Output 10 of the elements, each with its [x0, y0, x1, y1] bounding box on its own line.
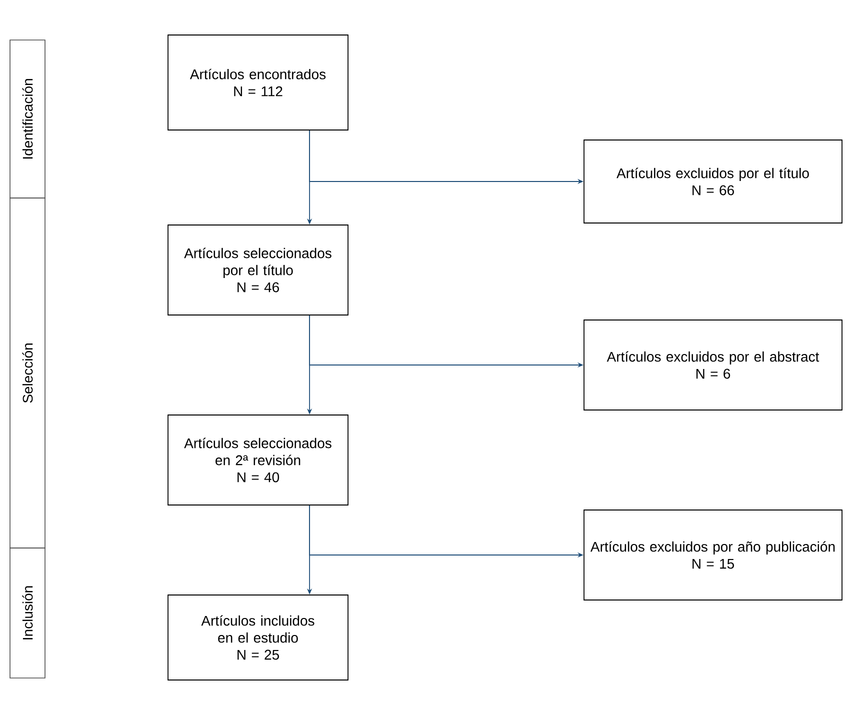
process-box: Artículos encontrados N = 112: [168, 34, 348, 130]
stage-band: Inclusión: [10, 548, 46, 678]
process-box: Artículos incluidos en el estudio N = 25: [168, 594, 348, 680]
process-box: Artículos seleccionados por el título N = 46: [168, 224, 348, 316]
process-box: Artículos seleccionados en 2ª revisión N = 40: [168, 414, 348, 506]
process-box: Artículos excluidos por el título N = 66: [584, 140, 842, 224]
process-box: Artículos excluidos por año publicación N = 15: [584, 510, 842, 600]
stage-band: Selección: [10, 198, 46, 548]
process-box: Artículos excluidos por el abstract N = 6: [584, 320, 842, 410]
stage-band: Identificación: [10, 40, 46, 198]
